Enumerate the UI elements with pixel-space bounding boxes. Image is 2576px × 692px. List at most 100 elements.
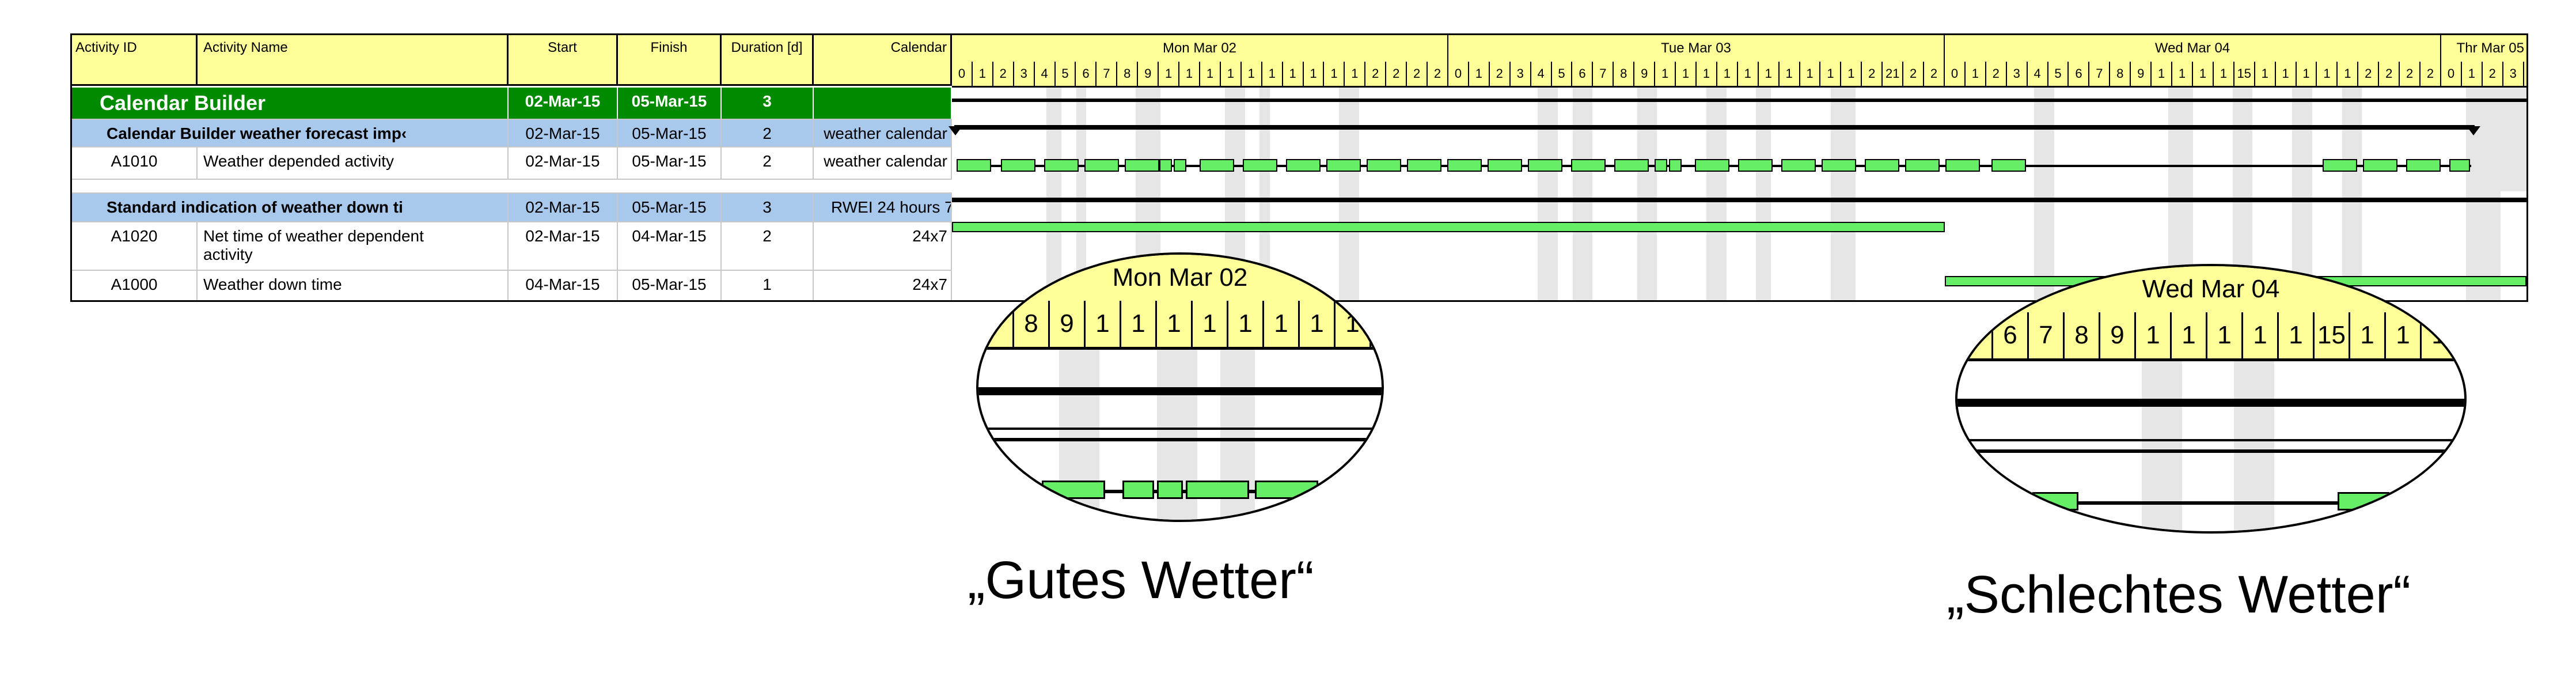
zoom-summary-line: [1957, 399, 2464, 407]
timescale-hour: 7: [1097, 62, 1118, 86]
timescale-hour: 5: [1552, 62, 1573, 86]
task-bar-a1010[interactable]: [1200, 159, 1234, 172]
timescale-hour: 2: [2421, 62, 2441, 86]
timescale-hour: 1: [1841, 62, 1862, 86]
task-bar-a1010[interactable]: [1001, 159, 1035, 172]
caption-good-weather: „Gutes Wetter“: [968, 551, 1314, 610]
task-bar-a1010[interactable]: [1084, 159, 1119, 172]
row-duration: 1: [722, 271, 814, 300]
table-row-project[interactable]: Calendar Builder 02-Mar-15 05-Mar-15 3: [72, 88, 952, 120]
task-bar-a1010[interactable]: [1174, 159, 1186, 172]
timescale-hour: 2: [2379, 62, 2400, 86]
summary-bar-project[interactable]: [952, 99, 2526, 102]
column-header-activity-id[interactable]: Activity ID: [72, 35, 198, 86]
task-bar-a1010[interactable]: [1528, 159, 1562, 172]
table-row-wbs[interactable]: Calendar Builder weather forecast imp‹ 0…: [72, 120, 952, 148]
row-calendar: weather calendar: [814, 120, 952, 146]
timescale-hour: 1: [1159, 62, 1180, 86]
task-bar-a1010[interactable]: [1125, 159, 1159, 172]
task-bar-a1010[interactable]: [1991, 159, 2026, 172]
task-bar-a1010[interactable]: [1669, 159, 1682, 172]
task-bar-a1010[interactable]: [1326, 159, 1361, 172]
task-bar-a1010[interactable]: [1159, 159, 1172, 172]
row-duration: 3: [722, 88, 814, 119]
summary-bar-wbs[interactable]: [954, 125, 2475, 130]
column-header-finish[interactable]: Finish: [618, 35, 722, 86]
task-bar-a1010[interactable]: [2363, 159, 2397, 172]
task-bar-a1010[interactable]: [1905, 159, 1940, 172]
task-bar-a1010[interactable]: [1738, 159, 1773, 172]
zoom-task-bar: [1324, 481, 1382, 499]
task-bar-a1010[interactable]: [1614, 159, 1649, 172]
column-header-activity-name[interactable]: Activity Name: [198, 35, 509, 86]
task-bar-a1010[interactable]: [1243, 159, 1277, 172]
timescale-hour: 7: [1593, 62, 1614, 86]
task-bar-a1010[interactable]: [1447, 159, 1482, 172]
table-row-wbs[interactable]: Standard indication of weather down ti 0…: [72, 194, 952, 222]
task-bar-a1010[interactable]: [1407, 159, 1441, 172]
zoom-hour: 9: [1050, 301, 1086, 347]
timescale-hour: 1: [1738, 62, 1759, 86]
task-bar-a1010[interactable]: [1945, 159, 1980, 172]
column-header-start[interactable]: Start: [509, 35, 618, 86]
column-header-calendar[interactable]: Calendar: [814, 35, 952, 86]
zoom-hour: 1: [2350, 312, 2386, 358]
timescale-hour: 1: [1676, 62, 1697, 86]
task-bar-a1010[interactable]: [957, 159, 991, 172]
timescale-hour: 1: [1242, 62, 1262, 86]
task-bar-a1010[interactable]: [2323, 159, 2357, 172]
zoom-task-bar: [2338, 492, 2389, 511]
task-bar-a1010[interactable]: [1822, 159, 1856, 172]
task-bar-a1010[interactable]: [2406, 159, 2441, 172]
task-bar-a1010[interactable]: [1695, 159, 1729, 172]
timescale-hour: 1: [1821, 62, 1842, 86]
zoom-hour: 5: [1957, 312, 1993, 358]
timescale-hour: 6: [2069, 62, 2090, 86]
zoom-hour: 1: [2386, 312, 2422, 358]
task-bar-a1010[interactable]: [1571, 159, 1606, 172]
row-id: A1000: [72, 271, 198, 300]
task-bar-a1010[interactable]: [1488, 159, 1522, 172]
zoom-connector-line: [1957, 501, 2464, 505]
task-bar-a1010[interactable]: [1655, 159, 1667, 172]
task-bar-a1020[interactable]: [952, 222, 1945, 232]
task-bar-a1010[interactable]: [1367, 159, 1401, 172]
zoom-hour: 1: [2422, 312, 2457, 358]
row-name: Net time of weather dependent: [203, 227, 424, 245]
timescale-hour: 0: [952, 62, 973, 86]
timescale-hour: 8: [1117, 62, 1139, 86]
non-work-period: [1259, 88, 1270, 300]
summary-bar-wbs[interactable]: [952, 198, 2526, 202]
table-row[interactable]: A1010 Weather depended activity 02-Mar-1…: [72, 148, 952, 180]
timescale-hour: 1: [1262, 62, 1283, 86]
timescale-hour: 0: [1448, 62, 1469, 86]
row-start: 02-Mar-15: [509, 120, 618, 146]
column-header-duration[interactable]: Duration [d]: [722, 35, 814, 86]
row-name-line2: activity: [203, 245, 253, 263]
zoom-hour: 15: [2315, 312, 2350, 358]
non-work-period: [2490, 88, 2526, 191]
activity-table: Activity ID Activity Name Start Finish D…: [72, 35, 952, 300]
zoom-hour: 7: [2029, 312, 2065, 358]
row-calendar: [814, 88, 952, 119]
row-finish: 05-Mar-15: [618, 88, 722, 119]
zoom-summary-line: [978, 438, 1382, 441]
table-row[interactable]: A1000 Weather down time 04-Mar-15 05-Mar…: [72, 271, 952, 300]
zoom-hour: 1: [1121, 301, 1157, 347]
row-finish: 05-Mar-15: [618, 194, 722, 221]
row-name: Calendar Builder weather forecast imp‹: [72, 120, 509, 146]
task-bar-a1010[interactable]: [1865, 159, 1899, 172]
table-row[interactable]: A1020 Net time of weather dependent acti…: [72, 222, 952, 271]
timescale-hour: 5: [1056, 62, 1076, 86]
non-work-period: [2034, 88, 2054, 300]
timescale-hour: 1: [1800, 62, 1821, 86]
row-start: 04-Mar-15: [509, 271, 618, 300]
timescale-hour: 0: [1945, 62, 1966, 86]
table-row-spacer: [72, 180, 952, 194]
task-bar-a1010[interactable]: [1044, 159, 1079, 172]
task-bar-a1010[interactable]: [1286, 159, 1321, 172]
task-bar-a1010[interactable]: [2449, 159, 2470, 172]
task-bar-a1010[interactable]: [1781, 159, 1816, 172]
